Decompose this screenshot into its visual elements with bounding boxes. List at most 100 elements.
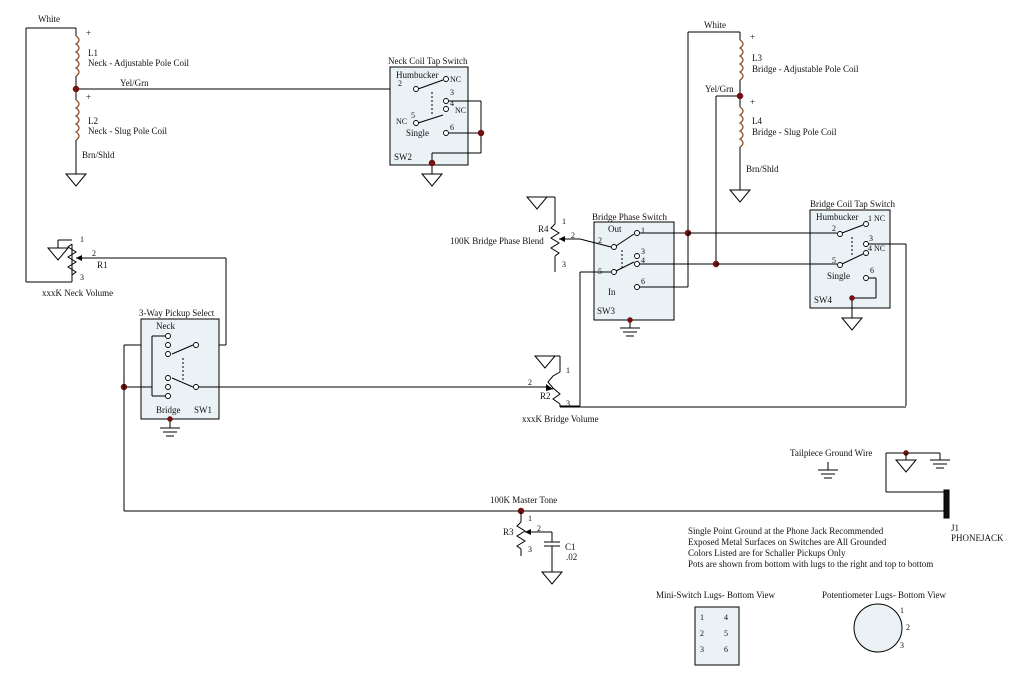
sw2-bottom-label: Single: [406, 128, 429, 138]
j1-name: J1: [951, 523, 959, 533]
ground-symbol-j1-a: [894, 459, 918, 473]
note-1: Single Point Ground at the Phone Jack Re…: [688, 526, 884, 536]
sw2-neck-coil-tap-switch: Neck Coil Tap Switch Humbucker Single SW…: [388, 56, 485, 187]
r2-desc: xxxK Bridge Volume: [522, 414, 599, 424]
ground-symbol-c1: [540, 571, 564, 585]
r4-pin1: 1: [562, 217, 566, 226]
ground-symbol-sw3: [620, 327, 640, 337]
j1-desc: PHONEJACK: [951, 533, 1004, 543]
notes-block: Single Point Ground at the Phone Jack Re…: [688, 526, 933, 569]
r1-desc: xxxK Neck Volume: [42, 288, 113, 298]
r4-name: R4: [538, 224, 549, 234]
sw4-bottom-label: Single: [827, 271, 850, 281]
sw2-pin4: 4: [450, 99, 454, 108]
mini-lug-6: 6: [724, 645, 728, 654]
r2-name: R2: [540, 391, 551, 401]
mini-lug-2: 2: [700, 629, 704, 638]
ground-symbol-sw1: [160, 427, 180, 437]
c1-value: .02: [566, 552, 577, 562]
l1-name: L1: [88, 48, 98, 58]
brn-shld-label-left: Brn/Shld: [82, 150, 115, 160]
sw3-bottom-label: In: [608, 287, 616, 297]
sw3-bridge-phase-switch: Bridge Phase Switch Out In SW3 2 1 3 4 5…: [579, 212, 720, 406]
tailpiece-label: Tailpiece Ground Wire: [790, 448, 872, 458]
r1-name: R1: [97, 260, 108, 270]
l4-name: L4: [752, 116, 762, 126]
sw2-title: Neck Coil Tap Switch: [388, 56, 468, 66]
yel-grn-label-right: Yel/Grn: [705, 84, 734, 94]
sw1-ref: SW1: [194, 405, 212, 415]
sw2-pin3: 3: [450, 88, 454, 97]
ground-symbol-sw4: [840, 317, 864, 331]
ground-symbol-bridge: [728, 189, 752, 203]
r1-pin1: 1: [80, 235, 84, 244]
sw2-nc1: NC: [450, 75, 461, 84]
r3-pin2: 2: [537, 524, 541, 533]
yel-grn-label-left: Yel/Grn: [120, 78, 149, 88]
pot-lug-3: 3: [900, 641, 904, 650]
white-label-right: White: [704, 20, 726, 30]
ground-symbol-j1-b: [930, 459, 950, 469]
sw1-bottom-label: Bridge: [156, 405, 181, 415]
ground-symbol-tailpiece: [818, 469, 838, 479]
r4-bridge-phase-blend-pot: 1 2 3 R4 100K Bridge Phase Blend: [450, 196, 580, 272]
sw3-pin6: 6: [641, 277, 645, 286]
sw2-ref: SW2: [394, 152, 412, 162]
mini-lug-4: 4: [724, 613, 728, 622]
r3-desc: 100K Master Tone: [490, 495, 557, 505]
sw4-pin1: 1: [868, 214, 872, 223]
ground-symbol-r2: [533, 355, 557, 369]
sw1-3way-pickup-select: 3-Way Pickup Select Neck Bridge SW1: [120, 308, 545, 437]
mini-lug-5: 5: [724, 629, 728, 638]
brn-shld-label-right: Brn/Shld: [746, 164, 779, 174]
sw4-title: Bridge Coil Tap Switch: [810, 199, 895, 209]
ground-symbol-neck: [64, 173, 88, 187]
sw1-top-label: Neck: [156, 321, 175, 331]
ground-symbol-r1: [46, 247, 70, 261]
sw3-pin4: 4: [641, 256, 645, 265]
pot-lugs-title: Potentiometer Lugs- Bottom View: [822, 590, 947, 600]
r2-pin3: 3: [566, 399, 570, 408]
j1-phone-jack: J1 PHONEJACK: [885, 450, 1004, 543]
pot-lug-1: 1: [900, 606, 904, 615]
l2-plus: +: [86, 92, 91, 102]
sw4-pin4: 4: [868, 244, 872, 253]
r4-pin3: 3: [562, 260, 566, 269]
r3-master-tone-pot: 100K Master Tone 1 2 3 R3 C1 .02: [490, 495, 577, 585]
sw4-top-label: Humbucker: [816, 212, 859, 222]
sw2-pin5: 5: [411, 111, 415, 120]
sw4-bridge-coil-tap-switch: Bridge Coil Tap Switch Humbucker Single …: [688, 199, 907, 406]
tailpiece-ground: Tailpiece Ground Wire: [790, 448, 872, 479]
r3-name: R3: [503, 527, 514, 537]
r2-pin1: 1: [566, 366, 570, 375]
l4-plus: +: [750, 97, 755, 107]
sw4-pin5: 5: [832, 256, 836, 265]
r1-pin2: 2: [92, 249, 96, 258]
note-2: Exposed Metal Surfaces on Switches are A…: [688, 537, 887, 547]
mini-lug-3: 3: [700, 645, 704, 654]
ground-symbol-sw2: [420, 173, 444, 187]
sw2-top-label: Humbucker: [396, 70, 439, 80]
l3-desc: Bridge - Adjustable Pole Coil: [752, 64, 859, 74]
white-label-left: White: [38, 14, 60, 24]
r3-pin1: 1: [528, 514, 532, 523]
note-3: Colors Listed are for Schaller Pickups O…: [688, 548, 846, 558]
l2-name: L2: [88, 116, 98, 126]
sw4-pin2: 2: [832, 224, 836, 233]
mini-switch-lugs-legend: Mini-Switch Lugs- Bottom View 1 4 2 5 3 …: [656, 590, 776, 666]
pot-lug-2: 2: [906, 623, 910, 632]
sw3-title: Bridge Phase Switch: [592, 212, 667, 222]
r2-pin2: 2: [528, 378, 532, 387]
sw3-pin2: 2: [598, 236, 602, 245]
ground-symbol-r4: [525, 196, 549, 210]
r3-pin3: 3: [528, 545, 532, 554]
potentiometer-lugs-legend: Potentiometer Lugs- Bottom View 1 2 3: [822, 590, 947, 653]
mini-switch-title: Mini-Switch Lugs- Bottom View: [656, 590, 776, 600]
l3-plus: +: [750, 32, 755, 42]
r4-desc: 100K Bridge Phase Blend: [450, 236, 544, 246]
sw4-pin6: 6: [870, 266, 874, 275]
sw3-ref: SW3: [597, 306, 616, 316]
note-4: Pots are shown from bottom with lugs to …: [688, 559, 933, 569]
sw3-top-label: Out: [608, 224, 622, 234]
l4-desc: Bridge - Slug Pole Coil: [752, 127, 837, 137]
